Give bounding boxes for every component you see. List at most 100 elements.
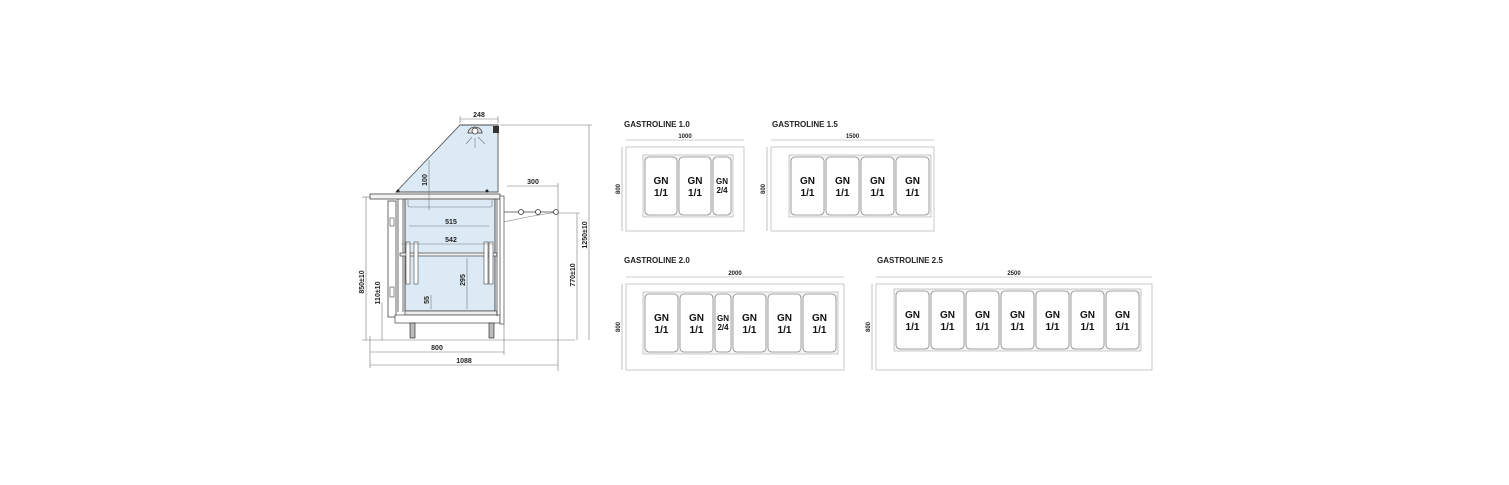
layout-title: GASTROLINE 2.0 bbox=[624, 256, 690, 265]
layout-title: GASTROLINE 1.0 bbox=[624, 120, 690, 129]
gn-pan-size: 1/1 bbox=[941, 322, 955, 333]
gn-pan: GN1/1 bbox=[825, 156, 860, 216]
gn-pan-label: GN bbox=[905, 176, 920, 187]
gn-pan-label: GN bbox=[812, 313, 827, 324]
gn-pan-label: GN bbox=[742, 313, 757, 324]
gn-pan: GN1/1 bbox=[895, 290, 930, 350]
width-dim: 1500 bbox=[846, 134, 860, 140]
gn-pan-label: GN bbox=[835, 176, 850, 187]
gn-pan-label: GN bbox=[870, 176, 885, 187]
leg-front bbox=[409, 322, 416, 339]
gn-pan-outline bbox=[895, 156, 930, 216]
gn-pan: GN1/1 bbox=[790, 156, 825, 216]
sneeze-guard-glass bbox=[394, 124, 499, 193]
gn-pan-label: GN bbox=[716, 177, 728, 186]
dim-guard-height: 100 bbox=[422, 174, 429, 186]
depth-dim: 800 bbox=[866, 321, 872, 332]
gn-pan-size: 2/4 bbox=[716, 186, 728, 195]
dim-inner-upper: 515 bbox=[445, 219, 457, 226]
gn-pan: GN1/1 bbox=[802, 293, 837, 353]
gn-pan-outline bbox=[679, 293, 714, 353]
gn-pan-size: 1/1 bbox=[743, 325, 757, 336]
gn-pan-size: 1/1 bbox=[654, 188, 668, 199]
gn-pan-size: 1/1 bbox=[688, 188, 702, 199]
gn-pan: GN1/1 bbox=[732, 293, 767, 353]
base-frame bbox=[394, 314, 501, 324]
counter-top bbox=[369, 193, 501, 200]
lamp-icon bbox=[465, 126, 499, 148]
gn-pan-size: 1/1 bbox=[1081, 322, 1095, 333]
dim-inner-lower: 542 bbox=[445, 237, 457, 244]
dim-body-depth: 800 bbox=[431, 345, 443, 352]
gn-pan-outline bbox=[1105, 290, 1140, 350]
gn-pan: GN1/1 bbox=[1035, 290, 1070, 350]
gn-pan-label: GN bbox=[654, 176, 669, 187]
gn-pan-outline bbox=[767, 293, 802, 353]
gn-pan-label: GN bbox=[1010, 310, 1025, 321]
gn-pan-outline bbox=[1000, 290, 1035, 350]
gn-pan-outline bbox=[644, 156, 678, 216]
gn-pan-outline bbox=[714, 293, 732, 353]
gn-pan-label: GN bbox=[654, 313, 669, 324]
gn-pan-label: GN bbox=[777, 313, 792, 324]
tray-slide bbox=[503, 209, 559, 223]
depth-dim: 800 bbox=[616, 183, 622, 194]
gn-pan-label: GN bbox=[1080, 310, 1095, 321]
dim-total-depth: 1088 bbox=[456, 358, 472, 365]
gn-pan-size: 1/1 bbox=[836, 188, 850, 199]
gn-pan: GN2/4 bbox=[714, 293, 732, 353]
gn-pan-outline bbox=[678, 156, 712, 216]
leg-rear bbox=[488, 322, 495, 339]
width-dim: 2000 bbox=[728, 271, 742, 277]
gn-pan-outline bbox=[825, 156, 860, 216]
gn-pan: GN1/1 bbox=[679, 293, 714, 353]
gn-pan-outline bbox=[895, 290, 930, 350]
gn-pan-size: 1/1 bbox=[690, 325, 704, 336]
gn-pan-size: 1/1 bbox=[1011, 322, 1025, 333]
gn-pan-outline bbox=[1035, 290, 1070, 350]
shelf-brackets bbox=[405, 241, 494, 285]
gn-pan-outline bbox=[1070, 290, 1105, 350]
gn-pan: GN1/1 bbox=[1105, 290, 1140, 350]
gn-pan-outline bbox=[802, 293, 837, 353]
width-dim: 2500 bbox=[1007, 271, 1021, 277]
gn-pan-size: 1/1 bbox=[871, 188, 885, 199]
layout-3: GASTROLINE 2.02000800GN1/1GN1/1GN2/4GN1/… bbox=[616, 256, 845, 371]
dim-tray-height: 770±10 bbox=[570, 263, 577, 286]
gn-pan-size: 1/1 bbox=[1116, 322, 1130, 333]
dim-leg-height: 110±10 bbox=[375, 281, 382, 304]
gn-pan-size: 1/1 bbox=[906, 188, 920, 199]
layout-diagrams: GASTROLINE 1.01000800GN1/1GN1/1GN2/4GAST… bbox=[616, 120, 1153, 371]
gn-pan-size: 1/1 bbox=[801, 188, 815, 199]
gn-pan: GN1/1 bbox=[965, 290, 1000, 350]
width-dim: 1000 bbox=[678, 134, 692, 140]
gn-pan: GN1/1 bbox=[644, 156, 678, 216]
dim-base-height: 55 bbox=[424, 296, 431, 304]
gn-pan-size: 2/4 bbox=[717, 323, 729, 332]
gn-pan: GN2/4 bbox=[712, 156, 732, 216]
gn-pan: GN1/1 bbox=[860, 156, 895, 216]
depth-dim: 800 bbox=[761, 183, 767, 194]
dim-tray-depth: 300 bbox=[527, 179, 539, 186]
gn-pan-outline bbox=[965, 290, 1000, 350]
gn-pan-size: 1/1 bbox=[813, 325, 827, 336]
layout-title: GASTROLINE 1.5 bbox=[772, 120, 838, 129]
side-view: 248 100 515 542 295 55 300 1250±10 850±1… bbox=[359, 112, 592, 371]
gn-pan-label: GN bbox=[689, 313, 704, 324]
gn-pan-label: GN bbox=[905, 310, 920, 321]
door-panel bbox=[387, 200, 397, 318]
gn-pan: GN1/1 bbox=[767, 293, 802, 353]
gn-pan: GN1/1 bbox=[930, 290, 965, 350]
gn-pan-outline bbox=[930, 290, 965, 350]
gn-pan-outline bbox=[732, 293, 767, 353]
gn-pan-label: GN bbox=[940, 310, 955, 321]
layout-4: GASTROLINE 2.52500800GN1/1GN1/1GN1/1GN1/… bbox=[866, 256, 1153, 371]
gn-pan: GN1/1 bbox=[895, 156, 930, 216]
gn-pan-label: GN bbox=[1045, 310, 1060, 321]
gn-pan: GN1/1 bbox=[1070, 290, 1105, 350]
gn-pan-outline bbox=[790, 156, 825, 216]
gn-pan-size: 1/1 bbox=[1046, 322, 1060, 333]
gn-pan-size: 1/1 bbox=[976, 322, 990, 333]
gn-pan-label: GN bbox=[688, 176, 703, 187]
